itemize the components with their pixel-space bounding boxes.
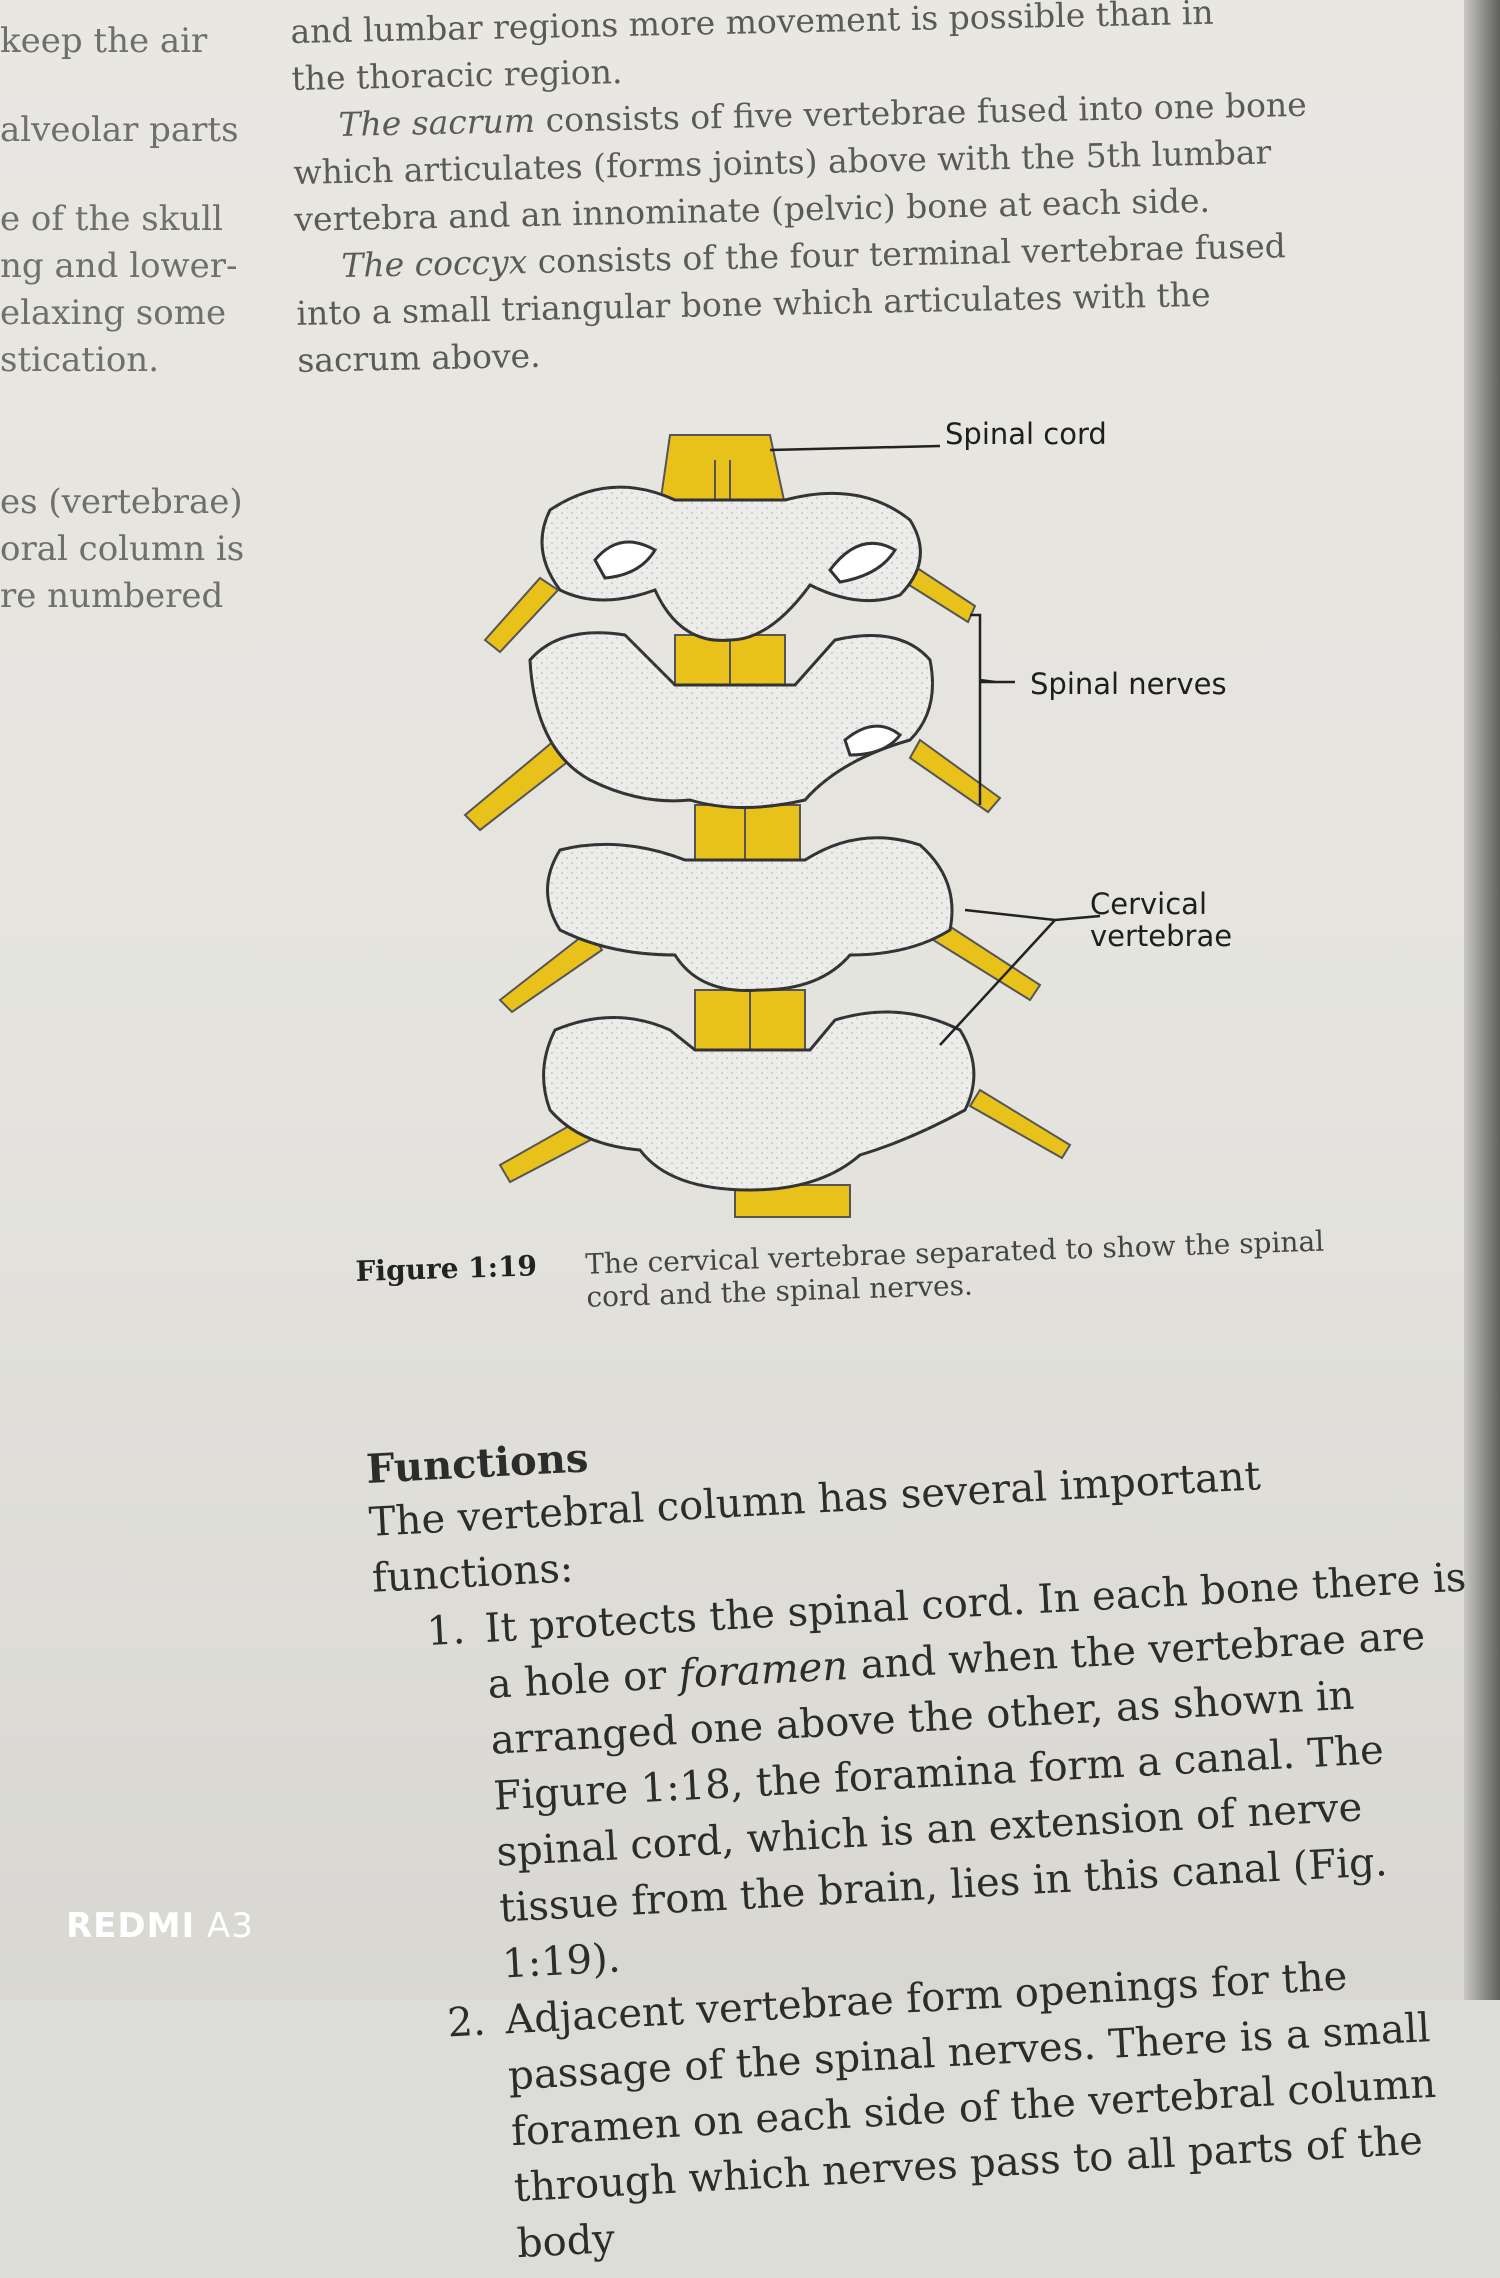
vertebra (546, 836, 954, 993)
label-spinal-nerves: Spinal nerves (1030, 667, 1227, 701)
vertebra (542, 1010, 976, 1192)
margin-line: keep the air (0, 21, 208, 61)
list-item: 2.Adjacent vertebrae form openings for t… (394, 1941, 1500, 2278)
functions-section: Functions The vertebral column has sever… (365, 1387, 1500, 2277)
margin-line: ng and lower- (0, 246, 238, 286)
label-cervical-line2: vertebrae (1090, 919, 1233, 953)
sacrum-paragraph: The sacrum consists of five vertebrae fu… (292, 81, 1315, 243)
sacrum-term: The sacrum (338, 100, 536, 145)
margin-line: oral column is (0, 529, 245, 569)
watermark-model: A3 (195, 1906, 254, 1946)
vertebrae-illustration (463, 434, 1101, 1218)
functions-list: 1.It protects the spinal cord. In each b… (373, 1549, 1500, 2278)
margin-line: stication. (0, 340, 160, 380)
margin-line: es (vertebrae) (0, 482, 243, 522)
watermark-brand: REDMI (66, 1906, 196, 1946)
left-margin-column: keep the air alveolar parts e of the sku… (0, 10, 270, 620)
margin-line: elaxing some (0, 293, 227, 333)
figure-number: Figure 1:19 (355, 1249, 538, 1288)
label-cervical-line1: Cervical (1090, 887, 1208, 921)
spinal-nerves (463, 558, 1072, 1184)
item-emphasis: foramen (677, 1643, 850, 1698)
list-item: 1.It protects the spinal cord. In each b… (373, 1549, 1492, 1998)
camera-watermark: REDMI A3 (66, 1906, 254, 1946)
page-edge-shadow (1464, 0, 1500, 2000)
cervical-vertebrae-figure: Spinal cord Spinal nerves Cervical verte… (440, 410, 1240, 1230)
label-cervical-vertebrae: Cervical vertebrae (1090, 888, 1232, 952)
leader-lines (769, 444, 1101, 1046)
top-body-text: and lumbar regions more movement is poss… (290, 0, 1318, 384)
coccyx-paragraph: The coccyx consists of the four terminal… (295, 222, 1318, 384)
vertebra (528, 631, 934, 809)
margin-line: alveolar parts (0, 110, 239, 150)
margin-line: re numbered (0, 576, 224, 616)
coccyx-term: The coccyx (340, 242, 528, 285)
vertebra (540, 485, 922, 642)
item-number: 2. (446, 1998, 487, 2047)
label-spinal-cord: Spinal cord (945, 417, 1107, 451)
item-number: 1. (425, 1607, 467, 1655)
margin-line: e of the skull (0, 199, 223, 239)
